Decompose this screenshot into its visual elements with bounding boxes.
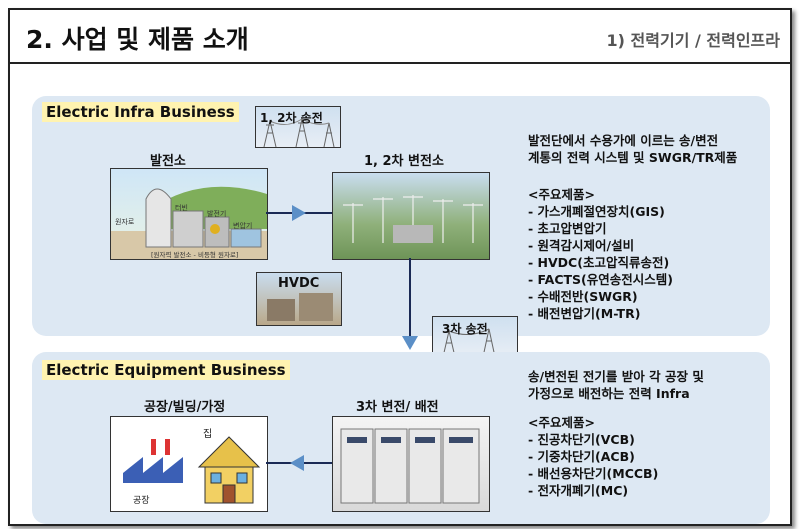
hvdc-image (256, 272, 342, 326)
transmission-tower-icon (263, 118, 335, 147)
plant-caption: [원자력 발전소 - 비등형 원자로] (151, 251, 239, 259)
infra-products-title: <주요제품> (528, 187, 595, 202)
consumer-image: 공장 집 (110, 416, 268, 512)
infra-description-line: 계통의 전력 시스템 및 SWGR/TR제품 (528, 150, 738, 165)
switchgear-image (332, 416, 490, 512)
hvdc-station-icon (267, 293, 333, 321)
arrow-right-icon (292, 205, 306, 221)
substation-3-label: 3차 변전/ 배전 (356, 400, 439, 415)
power-plant-image: 원자로 터빈 발전기 변압기 [원자력 발전소 - 비등형 원자로] (110, 168, 268, 260)
page-title: 2. 사업 및 제품 소개 (26, 25, 249, 54)
nuclear-plant-icon (111, 186, 267, 259)
header: 2. 사업 및 제품 소개 1) 전력기기 / 전력인프라 (10, 10, 790, 64)
infra-product-item: - 수배전반(SWGR) (528, 289, 638, 304)
arrow-left-icon (290, 455, 304, 471)
transmission-tower-icon (442, 328, 496, 357)
equipment-product-item: - 기중차단기(ACB) (528, 449, 635, 464)
infra-product-item: - FACTS(유연송전시스템) (528, 272, 673, 287)
plant-tag: 변압기 (233, 222, 253, 230)
equipment-description-line: 송/변전된 전기를 받아 각 공장 및 (528, 369, 704, 384)
factory-house-icon (123, 436, 261, 504)
plant-tag: 원자로 (115, 218, 135, 226)
page-subtitle: 1) 전력기기 / 전력인프라 (606, 31, 780, 50)
equipment-product-item: - 배선용차단기(MCCB) (528, 466, 659, 481)
equipment-products-title: <주요제품> (528, 415, 595, 430)
infra-description-line: 발전단에서 수용가에 이르는 송/변전 (528, 133, 719, 148)
arrow-down-icon (402, 336, 418, 350)
substation-12-label: 1, 2차 변전소 (364, 154, 444, 169)
equipment-business-label: Electric Equipment Business (42, 360, 290, 380)
switchgear-icon (340, 428, 480, 504)
transmission-12-image (255, 106, 341, 148)
infra-product-item: - 가스개폐절연장치(GIS) (528, 204, 665, 219)
plant-tag: 터빈 (175, 204, 188, 212)
infra-business-label: Electric Infra Business (42, 102, 239, 122)
infra-product-item: - 배전변압기(M-TR) (528, 306, 641, 321)
plant-tag: 발전기 (207, 210, 227, 218)
power-plant-label: 발전소 (150, 154, 186, 169)
hvdc-label: HVDC (278, 276, 320, 291)
flow-line (409, 258, 411, 342)
consumer-label: 공장/빌딩/가정 (144, 400, 226, 415)
transmission-12-label: 1, 2차 송전 (260, 111, 323, 125)
equipment-description-line: 가정으로 배전하는 전력 Infra (528, 386, 690, 401)
infra-product-item: - HVDC(초고압직류송전) (528, 255, 670, 270)
substation-12-image (332, 172, 490, 260)
equipment-product-item: - 전자개폐기(MC) (528, 483, 629, 498)
slide-frame: 2. 사업 및 제품 소개 1) 전력기기 / 전력인프라 Electric I… (8, 8, 792, 526)
house-label: 집 (203, 429, 213, 440)
substation-icon (343, 195, 483, 243)
infra-product-item: - 원격감시제어/설비 (528, 238, 635, 253)
equipment-product-item: - 진공차단기(VCB) (528, 432, 635, 447)
transmission-3-image (432, 316, 518, 358)
factory-label: 공장 (133, 496, 150, 506)
transmission-3-label: 3차 송전 (442, 322, 488, 336)
infra-product-item: - 초고압변압기 (528, 221, 607, 236)
